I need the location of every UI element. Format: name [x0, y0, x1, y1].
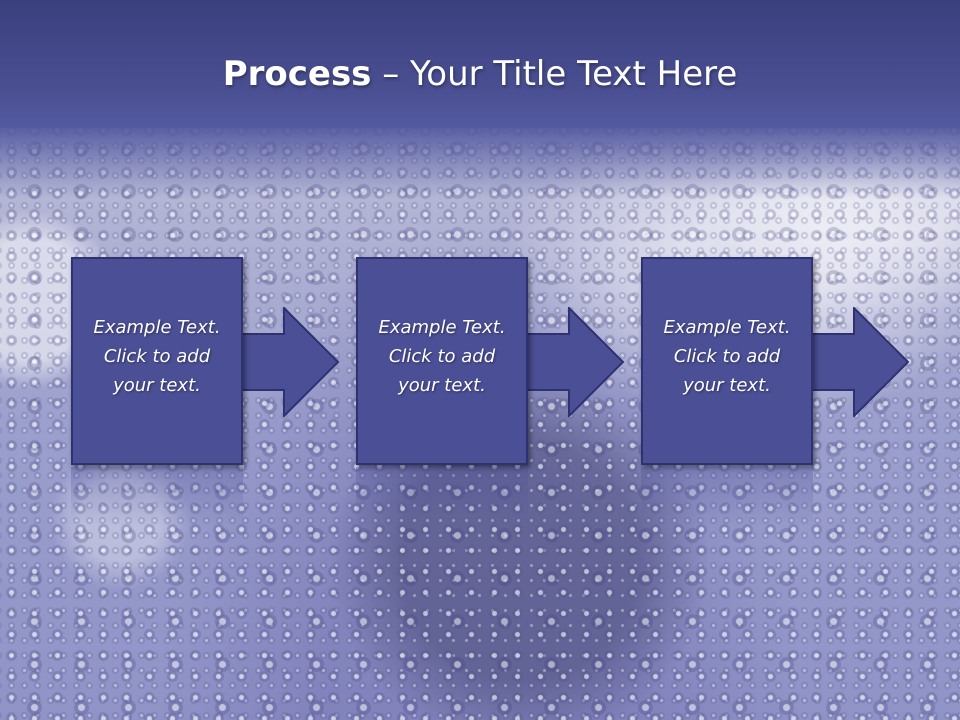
step-3-text: Example Text. Click to add your text.	[663, 317, 791, 396]
step-1-text: Example Text. Click to add your text.	[93, 317, 221, 396]
title-bar-fade	[0, 128, 960, 198]
slide-title-rest: – Your Title Text Here	[371, 54, 738, 94]
slide-title[interactable]: Process – Your Title Text Here	[0, 52, 960, 96]
step-2-text: Example Text. Click to add your text.	[378, 317, 506, 396]
process-step-3[interactable]: Example Text. Click to add your text.	[641, 257, 813, 465]
arrow-right-icon	[810, 307, 910, 417]
process-step-2[interactable]: Example Text. Click to add your text.	[356, 257, 528, 465]
step-2-reflection	[356, 467, 528, 527]
arrow-right-icon	[525, 307, 625, 417]
title-bar	[0, 0, 960, 128]
step-3-reflection	[641, 467, 813, 527]
step-1-reflection	[71, 467, 243, 527]
process-step-1[interactable]: Example Text. Click to add your text.	[71, 257, 243, 465]
arrow-right-icon	[240, 307, 340, 417]
slide-title-bold: Process	[222, 54, 372, 94]
